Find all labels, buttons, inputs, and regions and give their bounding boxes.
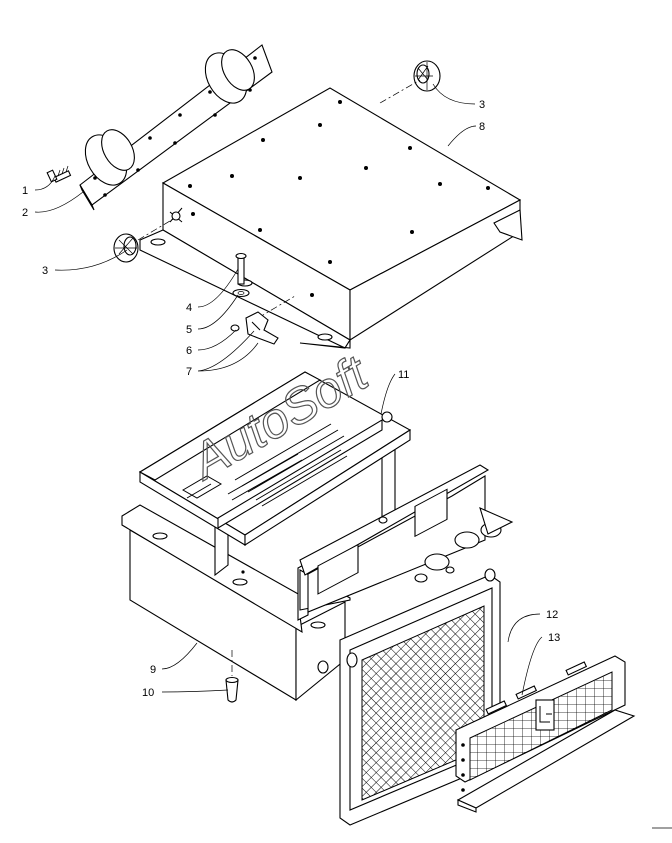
- inner-frame: [214, 444, 514, 621]
- screw: [46, 165, 72, 183]
- callout-3-top: 3: [479, 99, 485, 111]
- lower-box: [121, 504, 353, 702]
- flange-plate: [79, 44, 273, 211]
- callout-5: 5: [186, 324, 192, 336]
- top-housing: [139, 87, 523, 349]
- callout-11: 11: [398, 369, 409, 381]
- nozzle-left: [113, 233, 139, 263]
- callout-13: 13: [548, 632, 560, 644]
- callout-6: 6: [186, 345, 192, 357]
- callout-1: 1: [22, 185, 28, 197]
- nozzle-top: [413, 60, 441, 92]
- callout-4: 4: [186, 302, 192, 314]
- leader-lines: [34, 83, 672, 829]
- callout-2: 2: [22, 207, 28, 219]
- grid-filter: [455, 655, 636, 813]
- tray-11: [138, 371, 412, 547]
- callout-3-left: 3: [42, 265, 48, 277]
- callout-9: 9: [150, 664, 156, 676]
- callout-8: 8: [479, 121, 485, 133]
- mesh-filter: [339, 568, 501, 826]
- nozzle-small: [169, 207, 183, 223]
- drain: [225, 676, 239, 703]
- callout-12: 12: [546, 609, 558, 621]
- callout-labels: 1 2 3 3 4 5 6 7 8 9 10 11 12 13: [22, 99, 560, 699]
- callout-10: 10: [142, 687, 154, 699]
- callout-7: 7: [186, 366, 192, 378]
- bolt: [232, 252, 250, 298]
- clamp: [230, 311, 279, 345]
